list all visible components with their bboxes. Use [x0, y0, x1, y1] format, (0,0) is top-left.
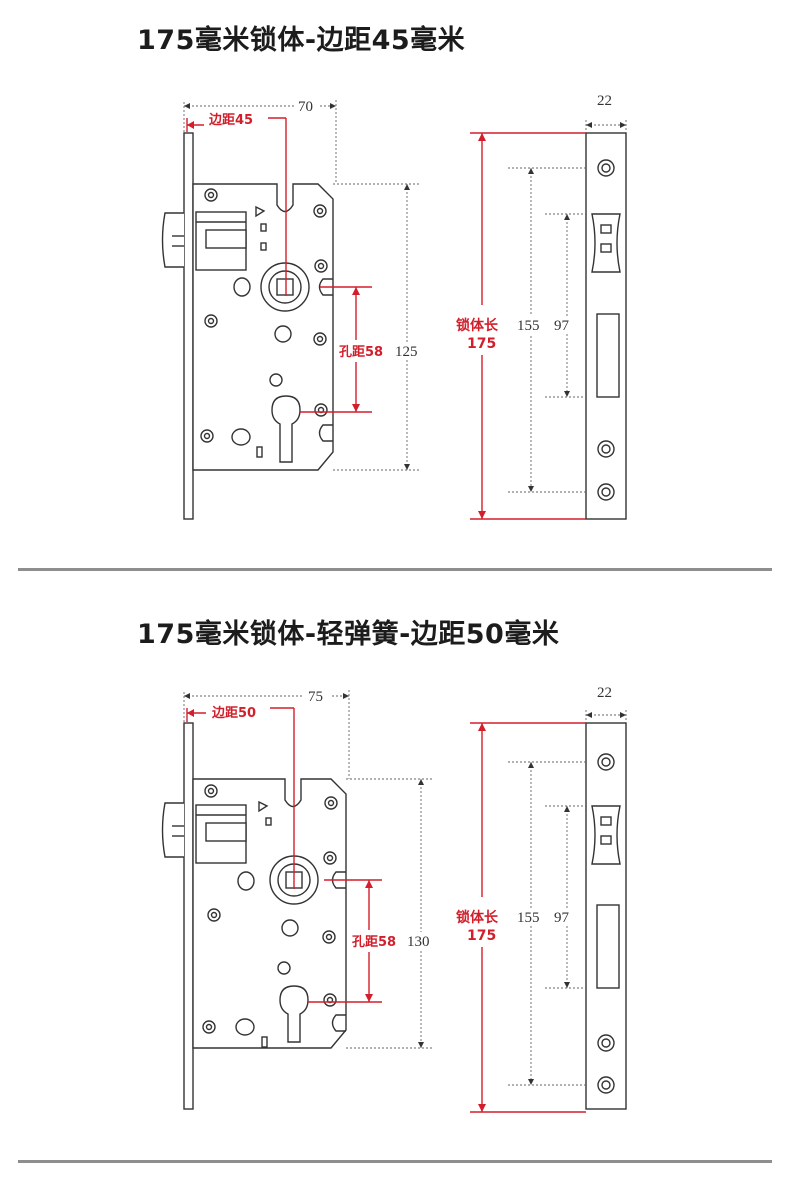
lock-length-label: 锁体长	[456, 909, 499, 926]
cylinder-hole	[279, 985, 309, 1043]
inner-span: 97	[554, 910, 570, 926]
section-1-title: 175毫米锁体-边距45毫米	[137, 25, 466, 56]
screw-icon	[202, 784, 338, 1034]
section-divider	[18, 568, 772, 571]
deadbolt-slot	[596, 313, 620, 398]
width-dimension: 70	[298, 99, 313, 115]
height-dimension: 125	[395, 344, 418, 360]
faceplate-width-dimension: 22	[597, 93, 612, 109]
faceplate-strip	[183, 132, 194, 520]
height-dimension: 130	[407, 934, 430, 950]
screw-icon	[200, 188, 328, 443]
latch-slot	[591, 805, 621, 865]
faceplate-strip	[183, 722, 194, 1110]
spindle-hub	[260, 262, 310, 312]
lock-length-label: 锁体长	[456, 317, 499, 334]
latch-slot	[591, 213, 621, 273]
lock-length-value: 175	[467, 336, 496, 352]
outer-hole-span: 155	[517, 318, 540, 334]
latch-bolt	[161, 212, 184, 268]
cylinder-hole	[271, 395, 301, 463]
outer-hole-span: 155	[517, 910, 540, 926]
backset-label: 边距50	[211, 706, 256, 721]
latch-bolt	[161, 802, 184, 858]
faceplate-side-view	[585, 132, 627, 520]
hole-distance-label: 孔距58	[352, 935, 396, 950]
backset-label: 边距45	[208, 113, 253, 128]
lock-length-value: 175	[467, 928, 496, 944]
hole-distance-label: 孔距58	[339, 345, 383, 360]
section-divider	[18, 1160, 772, 1163]
faceplate-width-dimension: 22	[597, 685, 612, 701]
section-2-title: 175毫米锁体-轻弹簧-边距50毫米	[137, 619, 560, 650]
lock-body-drawing-2: 75 130 边距50 孔距58	[161, 685, 627, 1113]
inner-span: 97	[554, 318, 570, 334]
deadbolt-slot	[596, 904, 620, 989]
width-dimension: 75	[308, 689, 323, 705]
lock-body-drawing-1: 70 125 边距45 孔距58	[161, 93, 627, 520]
